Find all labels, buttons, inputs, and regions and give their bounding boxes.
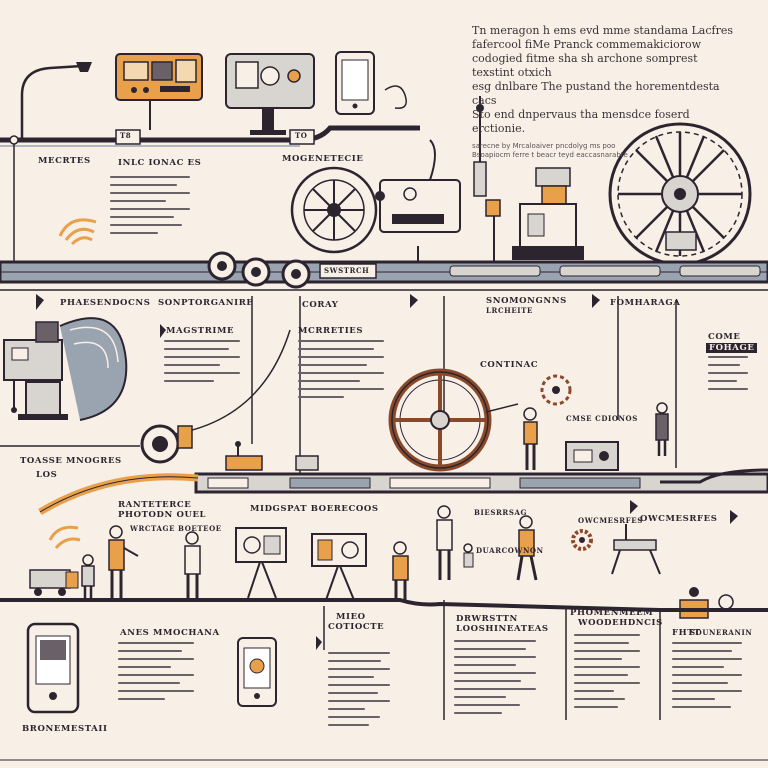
lamp-icon [679,587,734,619]
label-i: COME [708,332,741,342]
person-b-icon [108,525,139,598]
label-i2: FOHAGE [706,343,758,353]
label-q: MIDGSPAT BOERECOOS [250,504,379,514]
console-monitor-icon [225,53,315,135]
label-r: BIESRRSAG [474,508,528,517]
label-o: RANTETERCE [118,500,192,510]
presentation-board-icon [311,533,367,601]
tag-t2-text: TO [295,131,308,140]
label-x2: WOODEHDNCIS [578,618,663,628]
label-g2: LRCHEITE [486,306,533,315]
paragraph-u [118,642,194,706]
intro-subline: Bsoapiocm ferre t beacr teyd eaccasnarab… [472,151,628,159]
label-w: DRWRSTTN [456,614,518,624]
lab-bench-icon [611,524,661,575]
control-panel-icon [115,53,203,130]
label-w2: LOOSHINEATEAS [456,624,549,634]
conveyor-belt-middle [194,468,768,494]
label-f: CORAY [302,300,339,310]
orange-chute [38,473,199,516]
lamp-post-icon [20,62,92,138]
sound-wave-icon [58,218,97,246]
phone-app-icon [237,637,277,707]
cable-spool-icon [0,424,193,464]
tag-t2 [289,129,315,145]
radar-dish-machine-icon [3,317,128,421]
wooden-wheel-icon [388,368,519,472]
intro-line: fafercool fiMe Pranck commemakiciorow [472,38,702,51]
label-s2: OWCMESRFES [578,516,643,525]
bench-tools-icon [225,441,319,471]
lower-rail [0,598,768,612]
tag-t1-text: T8 [120,131,132,140]
label-u: ANES MMOCHANA [120,628,220,638]
label-z: BRONEMESTAII [22,724,108,734]
gauge-apparatus-icon [473,96,501,262]
paragraph-v [328,652,390,732]
conveyor-belt-upper [0,260,768,284]
easel-monitor-icon [235,527,287,599]
intro-line: Tn meragon h ems evd mme standama Lacfre… [472,24,734,37]
intro-line: esg dnlbare The pustand the horementdest… [472,80,720,107]
intro-line: Sto end dnpervaus tha mensdce foserd erc… [472,108,690,135]
label-a: MECRTES [38,156,91,166]
paragraph-b [110,176,190,240]
label-e: SONPTORGANIRE [158,298,254,308]
paragraph-x [574,634,640,714]
gear-cog-icon [571,529,593,551]
smartphone-icon [335,51,407,115]
label-l: CONTINAC [480,360,539,370]
label-y: FHTT [672,628,701,638]
paragraph-j [164,340,240,388]
turbine-wheel-icon [290,139,461,262]
conveyor-pulleys [207,251,311,289]
label-b: INLC IONAC ES [118,158,202,168]
label-n: TOASSE MNOGRES [20,456,122,466]
label-p: WRCTAGE BOETEOE [130,524,222,533]
label-t: OWCMESRFES [640,514,718,524]
small-gear-icon [540,374,572,406]
tablet-icon [26,622,80,714]
sound-wave-icon-2 [48,525,81,549]
paragraph-y [672,642,742,714]
label-h: FOMHARAGA [610,298,681,308]
label-y2: SOUNERANIN [690,628,753,637]
label-v2: COTIOCTE [328,622,385,632]
label-k: MCRRETIES [298,326,364,336]
paragraph-w [454,640,536,720]
person-d-icon [392,541,409,600]
tag-t3-text: SWSTRCH [324,266,370,275]
control-box-icon [565,441,619,471]
tag-t1 [115,129,141,145]
label-c: MOGENETECIE [282,154,364,164]
label-g: SNOMONGNNS [486,296,567,306]
paragraph-i [708,356,748,396]
intro-subline: sarecne by Mrcaloaiver pncdolyg ms poo [472,142,616,150]
gear-wheel-icon [608,122,752,266]
label-d: PHAESENDOCNS [60,298,151,308]
small-cart-icon [29,569,79,596]
label-v: MIEO [336,612,366,622]
person-e-icon [436,505,474,580]
person-a-icon [81,554,95,600]
label-s: DUARCOWNON [476,546,544,555]
intro-line: codogied fitme sha sh archone somprest t… [472,52,698,79]
person-c-icon [184,531,201,598]
person-f-icon [516,515,538,581]
label-n2: LOS [36,470,58,480]
label-j: MAGSTRIME [166,326,235,336]
label-o2: PHOTODN OUEL [118,510,207,520]
label-x: PHOMENMEEM [570,608,654,618]
worker-figure-icon [523,407,538,470]
tall-machine-icon [512,167,584,260]
standing-person-icon [655,402,669,456]
label-m: CMSE CDIONOS [566,414,638,423]
intro-text-block: Tn meragon h ems evd mme standama Lacfre… [472,24,740,160]
paragraph-k [298,340,384,404]
